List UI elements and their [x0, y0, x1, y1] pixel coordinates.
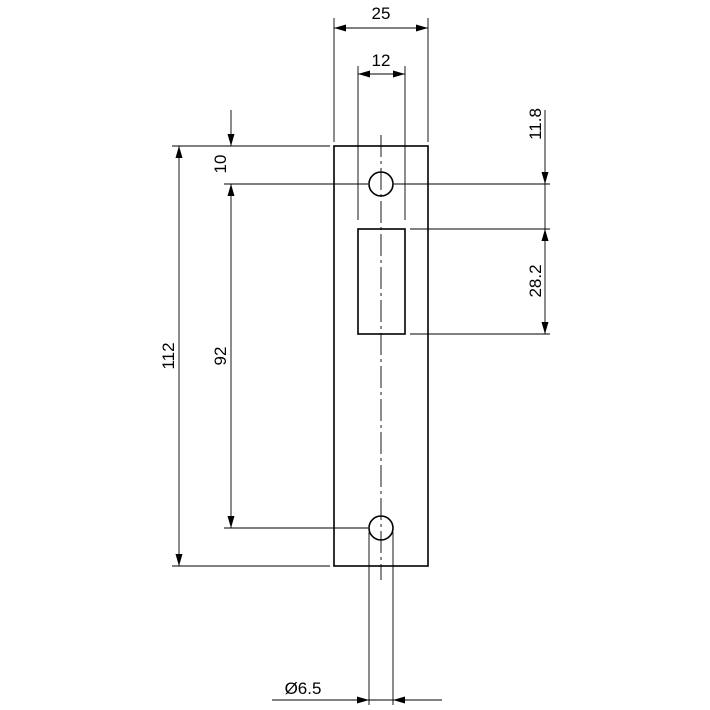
- label-top-to-hole: 11.8: [526, 108, 545, 140]
- label-hole-spacing: 92: [211, 347, 230, 366]
- extension-lines: [172, 18, 550, 705]
- label-slot-height: 28.2: [526, 264, 545, 297]
- label-edge-to-hole: 10: [211, 155, 230, 174]
- latch-slot: [357, 228, 406, 335]
- label-plate-width: 25: [372, 4, 391, 23]
- label-slot-width: 12: [372, 51, 391, 70]
- label-overall-height: 112: [159, 342, 178, 369]
- arrowheads: [175, 24, 549, 704]
- dimension-lines: [178, 27, 546, 701]
- label-hole-diameter: Ø6.5: [285, 679, 322, 698]
